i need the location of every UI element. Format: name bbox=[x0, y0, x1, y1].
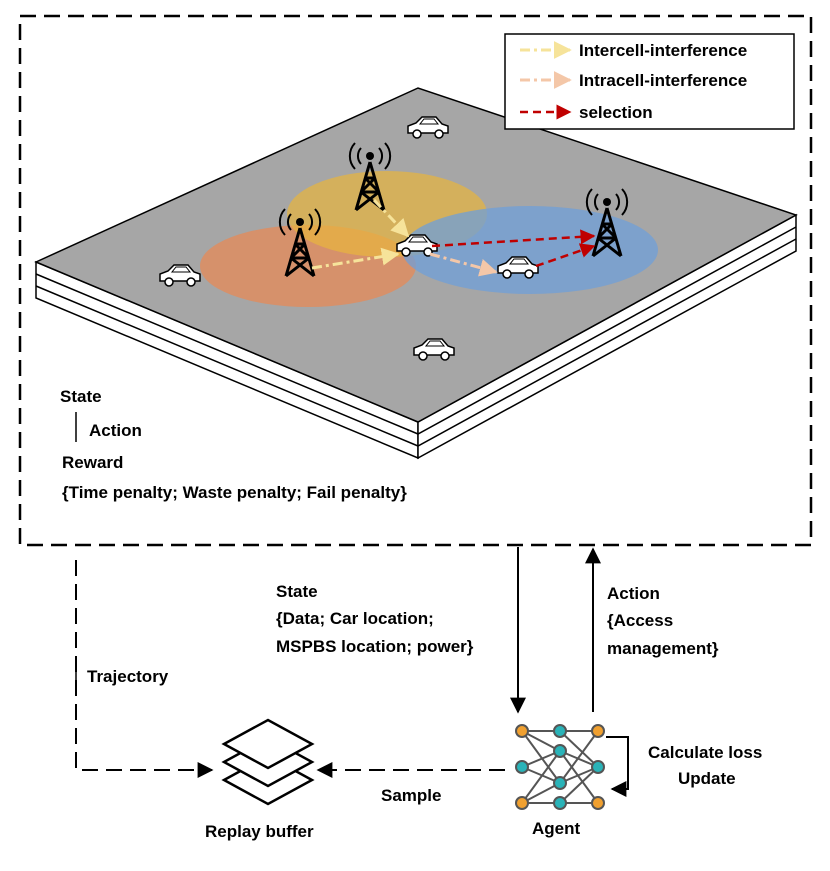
flow-action-detail-2: management} bbox=[607, 639, 719, 658]
intercell-arrow bbox=[311, 247, 400, 270]
trajectory-label: Trajectory bbox=[87, 667, 169, 686]
flow-state-detail-2: MSPBS location; power} bbox=[276, 637, 474, 656]
legend-intracell-label: Intracell-interference bbox=[579, 71, 747, 90]
legend-intercell-label: Intercell-interference bbox=[579, 41, 747, 60]
env-state-label: State bbox=[60, 387, 102, 406]
agent-label: Agent bbox=[532, 819, 581, 838]
flow-action-detail-1: {Access bbox=[607, 611, 673, 630]
platform bbox=[34, 87, 798, 460]
intercell-arrow bbox=[372, 198, 410, 238]
selection-arrow bbox=[431, 229, 596, 248]
replay-buffer-label: Replay buffer bbox=[205, 822, 314, 841]
update-label: Update bbox=[678, 769, 736, 788]
intracell-arrow bbox=[429, 252, 498, 277]
flow-state-label: State bbox=[276, 582, 318, 601]
replay-buffer-icon bbox=[221, 718, 315, 806]
flow-action-label: Action bbox=[607, 584, 660, 603]
flow-state-detail-1: {Data; Car location; bbox=[276, 609, 434, 628]
legend-selection-label: selection bbox=[579, 103, 653, 122]
environment-box bbox=[18, 14, 813, 547]
trajectory-path bbox=[75, 560, 214, 778]
env-reward-detail: {Time penalty; Waste penalty; Fail penal… bbox=[62, 483, 407, 502]
env-reward-label: Reward bbox=[62, 453, 123, 472]
sample-label: Sample bbox=[381, 786, 441, 805]
selection-arrow bbox=[535, 243, 596, 268]
cell-right bbox=[402, 206, 658, 294]
env-action-label: Action bbox=[89, 421, 142, 440]
update-loop-arrow bbox=[606, 736, 629, 797]
loss-label: Calculate loss bbox=[648, 743, 762, 762]
legend: Intercell-interference Intracell-interfe… bbox=[504, 33, 795, 130]
agent-network-icon bbox=[515, 724, 605, 810]
